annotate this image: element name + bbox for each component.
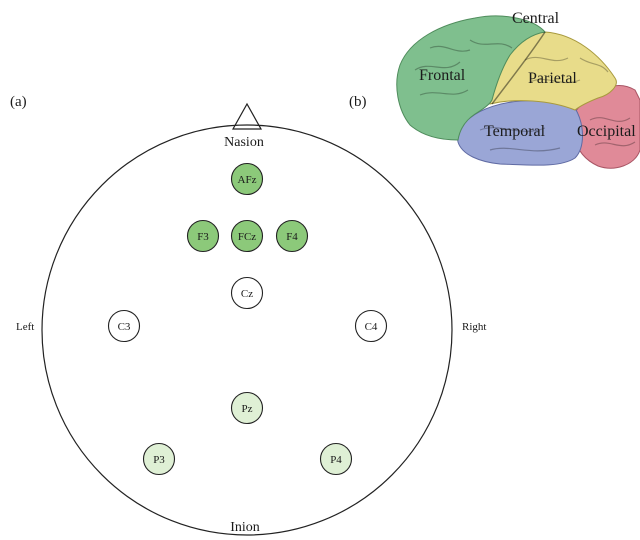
brain-label-parietal: Parietal	[528, 70, 577, 87]
brain-illustration	[397, 16, 640, 168]
brain-label-central: Central	[512, 10, 560, 27]
right-label: Right	[462, 321, 486, 333]
electrode-label-f3: F3	[197, 231, 209, 243]
electrode-label-cz: Cz	[241, 288, 253, 300]
left-label: Left	[16, 321, 34, 333]
electrode-label-c4: C4	[365, 321, 378, 333]
panel-a-label: (a)	[10, 94, 27, 110]
brain-label-occipital: Occipital	[577, 123, 636, 140]
panel-b-label: (b)	[349, 94, 367, 110]
electrode-label-afz: AFz	[238, 174, 257, 186]
nasion-label: Nasion	[224, 135, 264, 150]
electrode-label-c3: C3	[118, 321, 131, 333]
brain-label-temporal: Temporal	[484, 123, 546, 140]
electrode-label-fcz: FCz	[238, 231, 256, 243]
inion-label: Inion	[230, 520, 260, 535]
electrode-label-p4: P4	[330, 454, 342, 466]
electrode-label-p3: P3	[153, 454, 165, 466]
electrode-label-pz: Pz	[242, 403, 253, 415]
brain-label-frontal: Frontal	[419, 67, 466, 84]
electrode-label-f4: F4	[286, 231, 298, 243]
